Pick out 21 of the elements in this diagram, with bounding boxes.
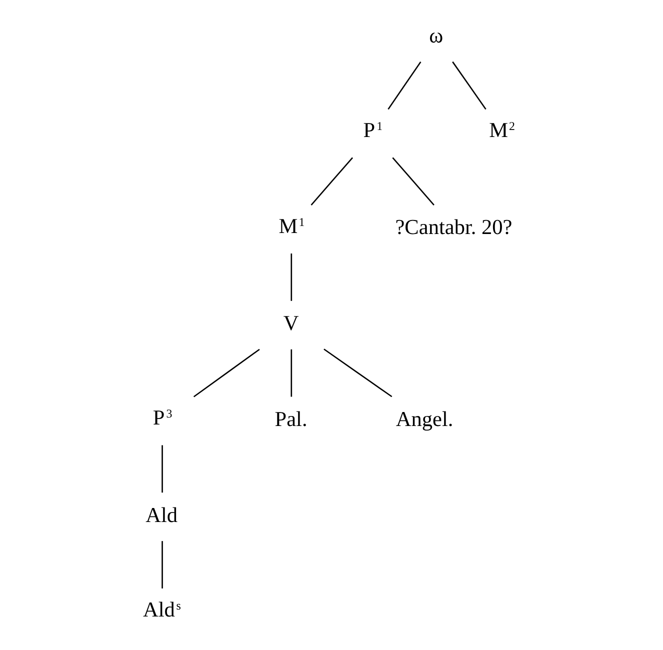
connector: [290, 254, 292, 301]
node-text: Angel.: [395, 406, 453, 431]
node-text: ω: [428, 24, 443, 48]
node-text: P$^{3}$: [152, 406, 172, 430]
node-text: P$^{1}$: [362, 118, 382, 142]
node-text: Ald: [145, 502, 178, 527]
connector: [452, 61, 486, 110]
node-text: V: [282, 311, 298, 336]
connector: [310, 157, 353, 206]
connector: [161, 445, 162, 493]
node-text: ?Cantabr. 20?: [394, 215, 512, 240]
connector: [290, 349, 292, 397]
connector: [192, 348, 260, 398]
node-text: M$^{2}$: [488, 118, 515, 142]
connector: [161, 541, 162, 588]
connector: [323, 348, 392, 398]
connector: [392, 157, 434, 206]
node-text: Ald$^{s}$: [142, 597, 180, 622]
node-text: Pal.: [274, 406, 307, 431]
connector: [387, 61, 421, 110]
node-text: M$^{1}$: [278, 214, 304, 238]
